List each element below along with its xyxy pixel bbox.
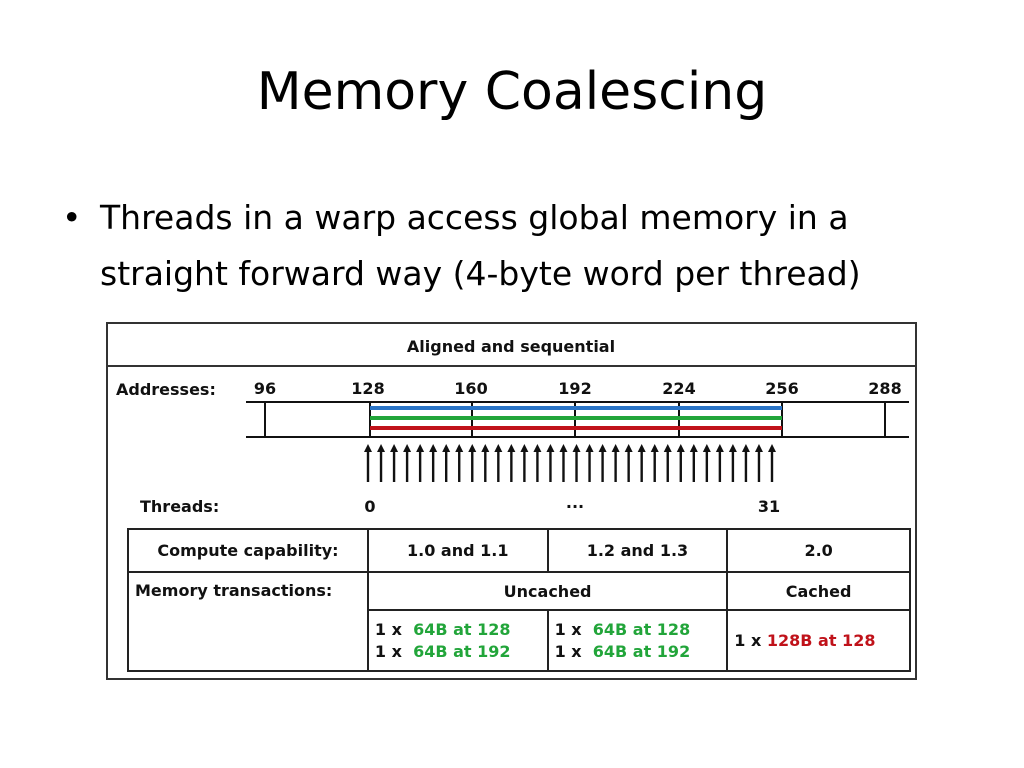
tx-cell-3: 1 x 128B at 128 bbox=[726, 609, 911, 672]
table-row: Compute capability: 1.0 and 1.1 1.2 and … bbox=[127, 528, 911, 573]
thread-arrow-head bbox=[741, 444, 750, 452]
coalescing-diagram: Aligned and sequential Addresses: 96 128 1… bbox=[106, 322, 917, 680]
thread-ellipsis: ... bbox=[566, 493, 584, 512]
tx-64b-192: 64B at 192 bbox=[592, 641, 691, 661]
bullet-text: Threads in a warp access global memory i… bbox=[100, 198, 861, 293]
thread-arrows bbox=[364, 444, 776, 482]
address-label: 224 bbox=[662, 379, 695, 398]
thread-arrow-head bbox=[442, 444, 451, 452]
thread-arrow-head bbox=[663, 444, 672, 452]
cc-2-0: 2.0 bbox=[726, 528, 911, 573]
tx-cell-2: 1 x 64B at 128 1 x 64B at 192 bbox=[546, 609, 729, 672]
thread-first: 0 bbox=[364, 497, 375, 516]
address-label: 192 bbox=[558, 379, 591, 398]
tx-cell-1: 1 x 64B at 128 1 x 64B at 192 bbox=[366, 609, 549, 672]
thread-arrow-head bbox=[754, 444, 763, 452]
tx-count: 1 x bbox=[374, 619, 402, 639]
thread-arrow-head bbox=[481, 444, 490, 452]
address-label: 128 bbox=[351, 379, 384, 398]
thread-arrow-head bbox=[377, 444, 386, 452]
memory-transactions-label: Memory transactions: bbox=[127, 571, 369, 672]
bullet-item: • Threads in a warp access global memory… bbox=[62, 190, 982, 302]
slide-title: Memory Coalescing bbox=[256, 62, 768, 122]
thread-arrow-head bbox=[416, 444, 425, 452]
cached-label: Cached bbox=[726, 571, 911, 611]
tx-128b-128: 128B at 128 bbox=[766, 630, 876, 650]
thread-arrow-head bbox=[598, 444, 607, 452]
thread-arrow-head bbox=[728, 444, 737, 452]
capability-table: Compute capability: 1.0 and 1.1 1.2 and … bbox=[127, 528, 911, 672]
thread-last: 31 bbox=[758, 497, 780, 516]
thread-arrow-head bbox=[390, 444, 399, 452]
thread-arrow-head bbox=[520, 444, 529, 452]
tx-count: 1 x bbox=[734, 630, 762, 650]
thread-arrow-head bbox=[715, 444, 724, 452]
thread-arrow-head bbox=[429, 444, 438, 452]
thread-arrow-head bbox=[702, 444, 711, 452]
thread-arrow-head bbox=[572, 444, 581, 452]
tx-count: 1 x bbox=[554, 619, 582, 639]
compute-capability-label: Compute capability: bbox=[127, 528, 369, 573]
addresses-label: Addresses: bbox=[116, 380, 216, 399]
address-label: 288 bbox=[868, 379, 901, 398]
thread-arrow-head bbox=[611, 444, 620, 452]
thread-arrow-head bbox=[507, 444, 516, 452]
tx-64b-128: 64B at 128 bbox=[592, 619, 691, 639]
thread-arrow-head bbox=[585, 444, 594, 452]
tx-count: 1 x bbox=[374, 641, 402, 661]
thread-arrow-head bbox=[637, 444, 646, 452]
thread-arrow-head bbox=[676, 444, 685, 452]
bullet-dot-icon: • bbox=[62, 198, 82, 237]
cc-1-2-1-3: 1.2 and 1.3 bbox=[546, 528, 729, 573]
thread-arrow-head bbox=[650, 444, 659, 452]
address-label: 96 bbox=[254, 379, 276, 398]
thread-arrow-head bbox=[364, 444, 372, 452]
thread-arrow-head bbox=[546, 444, 555, 452]
address-label: 256 bbox=[765, 379, 798, 398]
address-label: 160 bbox=[454, 379, 487, 398]
thread-arrow-head bbox=[624, 444, 633, 452]
tx-64b-128: 64B at 128 bbox=[413, 619, 511, 639]
thread-arrow-head bbox=[494, 444, 503, 452]
thread-arrow-head bbox=[768, 444, 776, 452]
tx-count: 1 x bbox=[554, 641, 582, 661]
diagram-heading: Aligned and sequential bbox=[407, 337, 615, 356]
address-labels: 96 128 160 192 224 256 288 bbox=[254, 379, 902, 398]
thread-arrow-head bbox=[689, 444, 698, 452]
threads-label: Threads: bbox=[140, 497, 219, 516]
thread-arrow-head bbox=[533, 444, 542, 452]
cc-1-0-1-1: 1.0 and 1.1 bbox=[366, 528, 549, 573]
thread-arrow-head bbox=[403, 444, 412, 452]
segment-lines bbox=[370, 406, 782, 430]
thread-arrow-head bbox=[468, 444, 477, 452]
uncached-label: Uncached bbox=[366, 571, 729, 611]
thread-arrow-head bbox=[559, 444, 568, 452]
tx-64b-192: 64B at 192 bbox=[413, 641, 511, 661]
thread-arrow-head bbox=[455, 444, 464, 452]
table-row: Memory transactions: Uncached Cached bbox=[127, 571, 911, 672]
table-row: 1 x 64B at 128 1 x 64B at 192 1 x 64B at… bbox=[128, 609, 911, 672]
